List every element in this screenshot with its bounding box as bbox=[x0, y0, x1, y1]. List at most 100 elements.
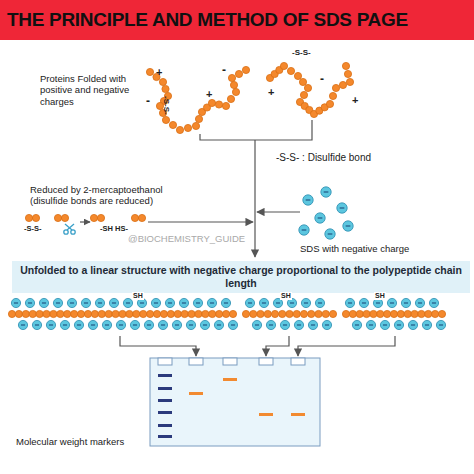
amino-acid-bead bbox=[215, 101, 222, 108]
sds-molecule bbox=[165, 298, 174, 307]
sds-molecule bbox=[387, 298, 396, 307]
amino-acid-bead bbox=[97, 214, 104, 221]
negative-sign bbox=[328, 233, 333, 234]
marker-band bbox=[158, 411, 172, 414]
sds-molecule bbox=[53, 298, 62, 307]
marker-label: Molecular weight markers bbox=[16, 436, 124, 447]
thiol-mark: SH bbox=[280, 292, 292, 300]
sds-molecule bbox=[179, 298, 188, 307]
amino-acid-bead bbox=[202, 310, 209, 317]
sds-molecule bbox=[221, 298, 230, 307]
negative-sign bbox=[168, 302, 172, 303]
marker-band bbox=[158, 374, 172, 377]
amino-acid-bead bbox=[329, 310, 336, 317]
negative-sign bbox=[376, 302, 380, 303]
negative-sign bbox=[140, 302, 144, 303]
amino-acid-bead bbox=[112, 310, 119, 317]
amino-acid-bead bbox=[131, 214, 138, 221]
sds-molecule bbox=[359, 298, 368, 307]
negative-sign bbox=[133, 324, 137, 325]
amino-acid-bead bbox=[32, 214, 39, 221]
negative-sign bbox=[283, 324, 287, 325]
sds-molecule bbox=[436, 320, 445, 329]
amino-acid-bead bbox=[184, 124, 191, 131]
amino-acid-bead bbox=[257, 310, 264, 317]
sds-molecule bbox=[11, 298, 20, 307]
negative-sign bbox=[105, 324, 109, 325]
negative-sign bbox=[297, 324, 301, 325]
negative-sign bbox=[269, 324, 273, 325]
negative-sign bbox=[362, 302, 366, 303]
amino-acid-bead bbox=[176, 126, 183, 133]
scissors-blade bbox=[65, 224, 72, 230]
sds-molecule bbox=[130, 320, 139, 329]
negative-sign bbox=[119, 324, 123, 325]
charge-sign: + bbox=[352, 94, 358, 107]
amino-acid-bead bbox=[363, 310, 370, 317]
sds-molecule bbox=[422, 320, 431, 329]
negative-sign bbox=[231, 324, 235, 325]
negative-sign bbox=[383, 324, 387, 325]
amino-acid-bead bbox=[229, 310, 236, 317]
negative-sign bbox=[175, 324, 179, 325]
amino-acid-bead bbox=[61, 214, 68, 221]
amino-acid-bead bbox=[195, 310, 202, 317]
negative-sign bbox=[262, 302, 266, 303]
amino-acid-bead bbox=[432, 310, 439, 317]
step-label: Reduced by 2-mercaptoethanol (disulfide … bbox=[30, 184, 190, 207]
sds-molecule bbox=[280, 320, 289, 329]
amino-acid-bead bbox=[15, 310, 22, 317]
negative-sign bbox=[154, 302, 158, 303]
charge-sign: + bbox=[156, 66, 162, 79]
negative-sign bbox=[318, 302, 322, 303]
amino-acid-bead bbox=[159, 78, 166, 85]
amino-acid-bead bbox=[77, 310, 84, 317]
negative-sign bbox=[306, 199, 311, 200]
amino-acid-bead bbox=[167, 310, 174, 317]
amino-acid-bead bbox=[153, 310, 160, 317]
negative-sign bbox=[355, 324, 359, 325]
amino-acid-bead bbox=[280, 62, 287, 69]
sds-molecule bbox=[32, 320, 41, 329]
amino-acid-bead bbox=[90, 214, 97, 221]
sds-molecule bbox=[200, 320, 209, 329]
negative-sign bbox=[91, 324, 95, 325]
amino-acid-bead bbox=[36, 310, 43, 317]
title-bar bbox=[0, 0, 474, 40]
sds-molecule bbox=[325, 229, 335, 239]
amino-acid-bead bbox=[195, 115, 202, 122]
amino-acid-bead bbox=[54, 214, 61, 221]
negative-sign bbox=[161, 324, 165, 325]
thiol-mark: SH bbox=[374, 292, 386, 300]
negative-sign bbox=[224, 302, 228, 303]
negative-sign bbox=[217, 324, 221, 325]
negative-sign bbox=[276, 302, 280, 303]
amino-acid-bead bbox=[105, 310, 112, 317]
sds-molecule bbox=[343, 221, 353, 231]
amino-acid-bead bbox=[287, 67, 294, 74]
negative-sign bbox=[35, 324, 39, 325]
negative-sign bbox=[28, 302, 32, 303]
band-text: Unfolded to a linear structure with nega… bbox=[20, 264, 462, 290]
amino-acid-bead bbox=[242, 66, 249, 73]
amino-acid-bead bbox=[242, 310, 249, 317]
amino-acid-bead bbox=[377, 310, 384, 317]
amino-acid-bead bbox=[192, 122, 199, 129]
amino-acid-bead bbox=[294, 72, 301, 79]
flow-arrow bbox=[120, 336, 196, 356]
gel-well bbox=[158, 358, 172, 365]
legend-note: -S-S- : Disulfide bond bbox=[276, 152, 371, 164]
charge-sign: + bbox=[206, 88, 212, 101]
sds-molecule bbox=[294, 320, 303, 329]
amino-acid-bead bbox=[384, 310, 391, 317]
negative-sign bbox=[112, 302, 116, 303]
negative-sign bbox=[210, 302, 214, 303]
amino-acid-bead bbox=[119, 310, 126, 317]
negative-sign bbox=[21, 324, 25, 325]
amino-acid-bead bbox=[299, 78, 306, 85]
sds-molecule bbox=[266, 320, 275, 329]
amino-acid-bead bbox=[342, 62, 349, 69]
sds-molecule bbox=[303, 195, 313, 205]
flow-arrow bbox=[298, 336, 395, 356]
amino-acid-bead bbox=[264, 310, 271, 317]
